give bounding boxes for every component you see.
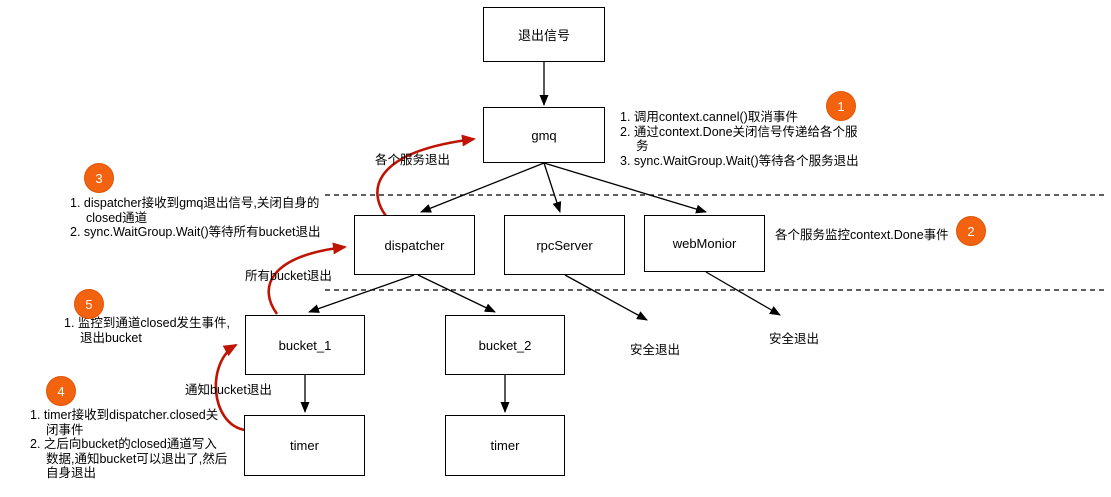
edge-label-all-bucket-exit: 所有bucket退出	[245, 269, 332, 283]
annotation-note-1-item: 2. 通过context.Done关闭信号传递给各个服务	[620, 124, 858, 154]
node-rpcserver: rpcServer	[504, 215, 625, 275]
arrow-gmq-to-rpcserver	[543, 162, 562, 213]
arrow-dispatcher-to-bucket2	[417, 274, 496, 313]
node-bucket2: bucket_2	[445, 315, 565, 375]
annotation-note-3-item: 2. sync.WaitGroup.Wait()等待所有bucket退出	[70, 225, 321, 239]
annotation-note-4-item: 2. 之后向bucket的closed通道写入 数据,通知bucket可以退出了…	[30, 437, 228, 480]
annotation-note-5: 1. 监控到通道closed发生事件, 退出bucket	[64, 316, 264, 345]
badge-5: 5	[74, 289, 104, 319]
annotation-note-5-item: 1. 监控到通道closed发生事件, 退出bucket	[64, 316, 231, 345]
annotation-note-3: 1. dispatcher接收到gmq退出信号,关闭自身的 closed通道 2…	[70, 196, 340, 240]
arrow-gmq-to-dispatcher	[420, 162, 545, 213]
edge-label-safe-exit-2: 安全退出	[769, 332, 820, 346]
arrow-gmq-to-webmonior	[543, 162, 707, 214]
edge-label-safe-exit-1: 安全退出	[630, 343, 681, 357]
node-timer-left-label: timer	[290, 438, 319, 453]
annotation-note-1: 1. 调用context.cannel()取消事件 2. 通过context.D…	[620, 110, 870, 168]
annotation-note-1-item: 3. sync.WaitGroup.Wait()等待各个服务退出	[620, 153, 859, 168]
annotation-note-1-item: 1. 调用context.cannel()取消事件	[620, 110, 798, 124]
node-exit-signal-label: 退出信号	[517, 28, 570, 43]
edge-label-notify-bucket-exit: 通知bucket退出	[185, 383, 272, 397]
annotation-note-3-item: 1. dispatcher接收到gmq退出信号,关闭自身的 closed通道	[70, 196, 320, 225]
arrow-webmonior-safe-exit	[705, 271, 781, 316]
node-dispatcher-label: dispatcher	[384, 237, 445, 253]
node-webmonior: webMonior	[644, 215, 765, 272]
node-bucket1: bucket_1	[245, 315, 365, 375]
node-gmq-label: gmq	[531, 127, 557, 143]
node-exit-signal: 退出信号	[483, 7, 605, 62]
annotation-note-4: 1. timer接收到dispatcher.closed关 闭事件 2. 之后向…	[30, 408, 240, 481]
annotation-note-4-item: 1. timer接收到dispatcher.closed关 闭事件	[30, 408, 219, 437]
node-rpcserver-label: rpcServer	[536, 237, 593, 253]
node-bucket1-label: bucket_1	[278, 337, 332, 353]
edge-label-monitor-context-done: 各个服务监控context.Done事件	[775, 228, 949, 242]
node-timer-right: timer	[445, 415, 565, 476]
arrow-rpcserver-safe-exit	[564, 274, 648, 321]
node-gmq: gmq	[483, 107, 605, 163]
arrow-dispatcher-to-bucket1	[308, 274, 415, 313]
red-arrow-timer-to-bucket1	[214, 343, 246, 432]
badge-2: 2	[956, 216, 986, 246]
node-webmonior-label: webMonior	[672, 236, 737, 251]
badge-4: 4	[46, 376, 76, 406]
edge-label-services-exit: 各个服务退出	[375, 153, 451, 167]
node-timer-right-label: timer	[490, 438, 520, 453]
red-arrow-dispatcher-to-gmq	[376, 134, 476, 217]
red-arrow-bucket1-to-dispatcher	[267, 242, 347, 315]
node-dispatcher: dispatcher	[354, 215, 475, 275]
badge-1: 1	[826, 91, 856, 121]
badge-3: 3	[84, 163, 114, 193]
node-timer-left: timer	[244, 415, 365, 476]
node-bucket2-label: bucket_2	[478, 337, 532, 353]
